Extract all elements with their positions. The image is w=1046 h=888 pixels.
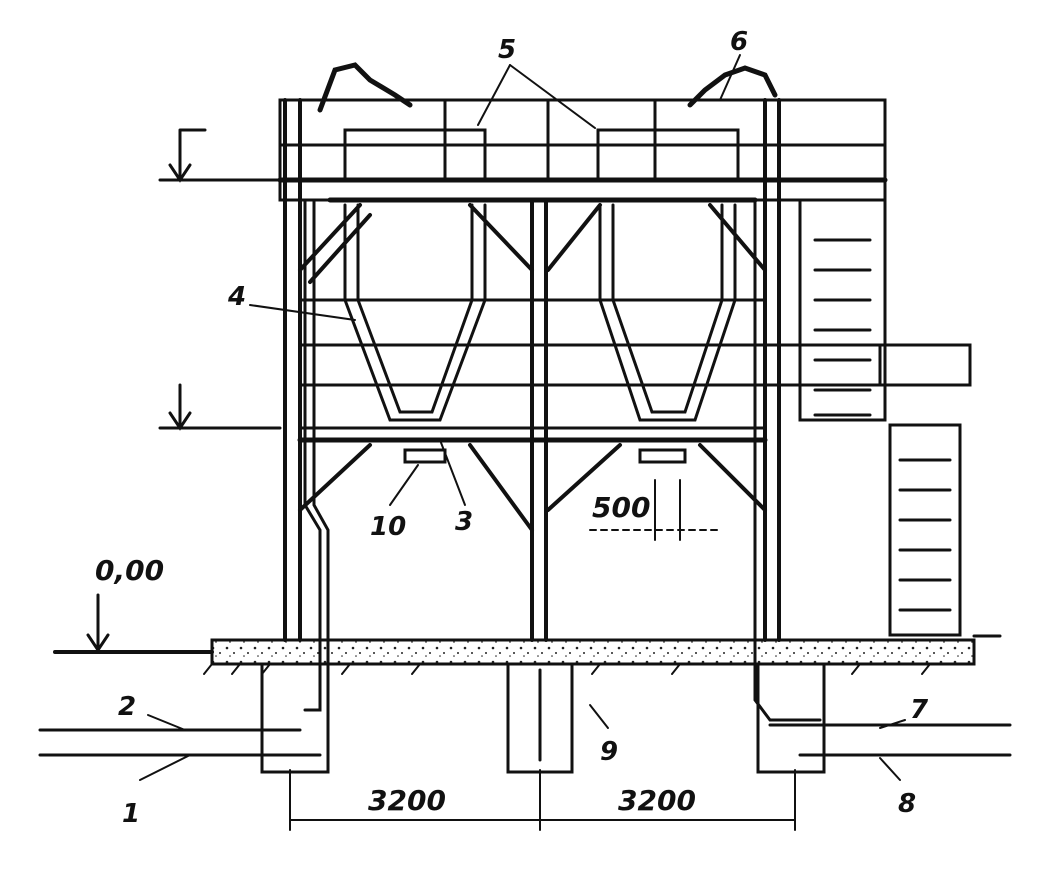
callout-1: 1 <box>122 799 140 829</box>
middle-platform <box>297 298 972 443</box>
callout-6: 6 <box>730 27 748 57</box>
hopper-left <box>343 203 487 464</box>
hopper-right <box>598 203 737 464</box>
level-marks <box>86 128 282 653</box>
dimension-left-span: 3200 <box>368 784 446 817</box>
top-units <box>317 62 778 182</box>
callout-9: 9 <box>600 737 618 767</box>
callout-10: 10 <box>370 512 406 542</box>
ground-level-mark: 0,00 <box>95 554 164 587</box>
dimension-right-span: 3200 <box>618 784 696 817</box>
foundation-slab <box>53 634 1002 675</box>
top-platform <box>277 98 888 203</box>
dimension-lines <box>289 479 796 831</box>
stair <box>798 198 962 637</box>
callout-8: 8 <box>898 789 916 819</box>
callout-4: 4 <box>227 282 246 312</box>
pipes <box>38 198 1012 762</box>
leader-lines <box>139 54 906 781</box>
frame-columns <box>283 98 781 642</box>
dimension-gap: 500 <box>592 491 650 524</box>
callout-3: 3 <box>455 507 473 537</box>
callout-7: 7 <box>910 695 929 725</box>
callout-2: 2 <box>118 692 136 722</box>
footings <box>260 662 826 774</box>
callout-5: 5 <box>498 35 516 65</box>
